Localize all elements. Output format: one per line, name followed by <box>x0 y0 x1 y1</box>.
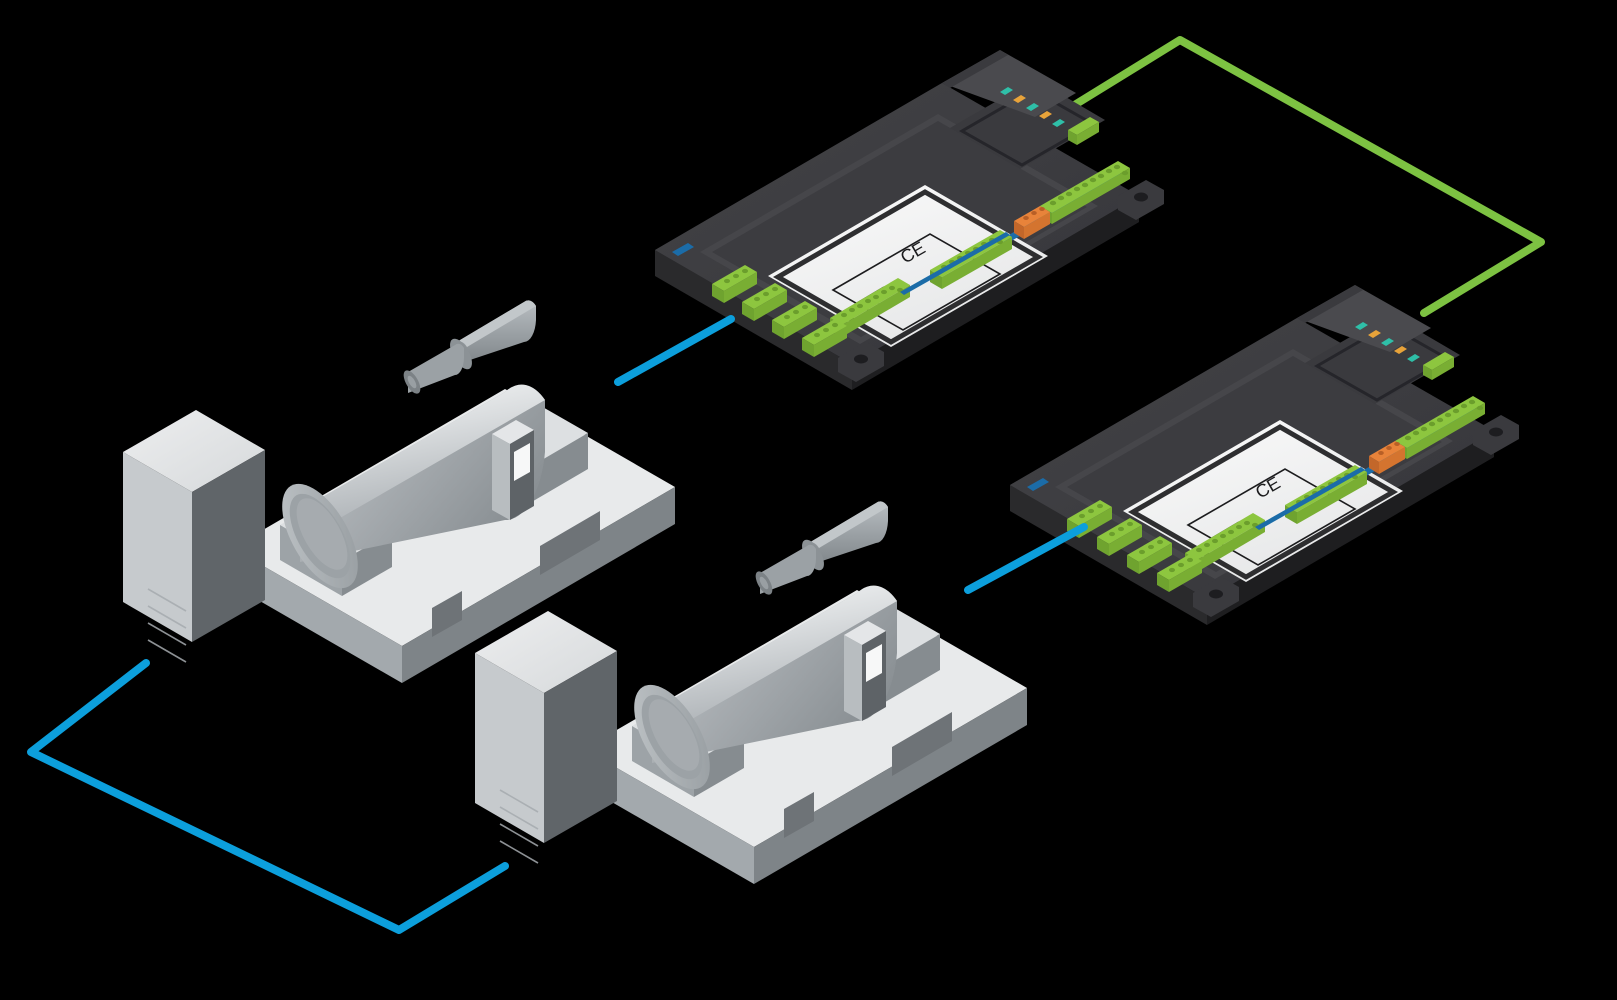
device-1[interactable]: CE <box>655 50 1164 390</box>
connector-green-2pin-right[interactable] <box>1423 352 1454 380</box>
connector-green-2pin-right[interactable] <box>1068 117 1099 145</box>
cable-sensor-1 <box>614 315 735 386</box>
control-cabinet <box>475 611 617 864</box>
vibration-sensor <box>492 420 534 520</box>
machine-1 <box>123 300 675 683</box>
mount-tab-right <box>1473 415 1519 455</box>
base-recess <box>432 511 600 637</box>
cable-sensor-2 <box>964 523 1088 594</box>
mount-tab-right <box>1118 180 1164 220</box>
connector-green-8pin-bottomleft[interactable] <box>1185 513 1265 572</box>
cable-loop-blue <box>27 659 509 934</box>
base-recess <box>784 712 952 838</box>
motor-body <box>634 585 897 790</box>
vibration-sensor <box>844 621 886 721</box>
drive-shaft <box>755 501 888 595</box>
cabinet-vent-slots <box>499 789 539 864</box>
cable-network-green <box>1064 36 1545 317</box>
status-leds <box>1355 322 1420 362</box>
machine-2 <box>475 501 1027 884</box>
status-leds <box>1000 87 1065 127</box>
cabinet-vent-slots <box>147 588 187 663</box>
motor-body <box>282 384 545 589</box>
mount-tab-front <box>838 342 884 382</box>
connectors-green-3pin-left[interactable] <box>712 265 847 357</box>
connector-orange-3pin[interactable] <box>1369 441 1405 474</box>
device-2[interactable]: CE <box>1010 285 1519 625</box>
connector-orange-3pin[interactable] <box>1014 206 1050 239</box>
drive-shaft <box>403 300 536 394</box>
mount-tab-front <box>1193 577 1239 617</box>
devices-layer: CE <box>655 50 1519 625</box>
machines-layer <box>123 300 1027 884</box>
control-cabinet <box>123 410 265 663</box>
